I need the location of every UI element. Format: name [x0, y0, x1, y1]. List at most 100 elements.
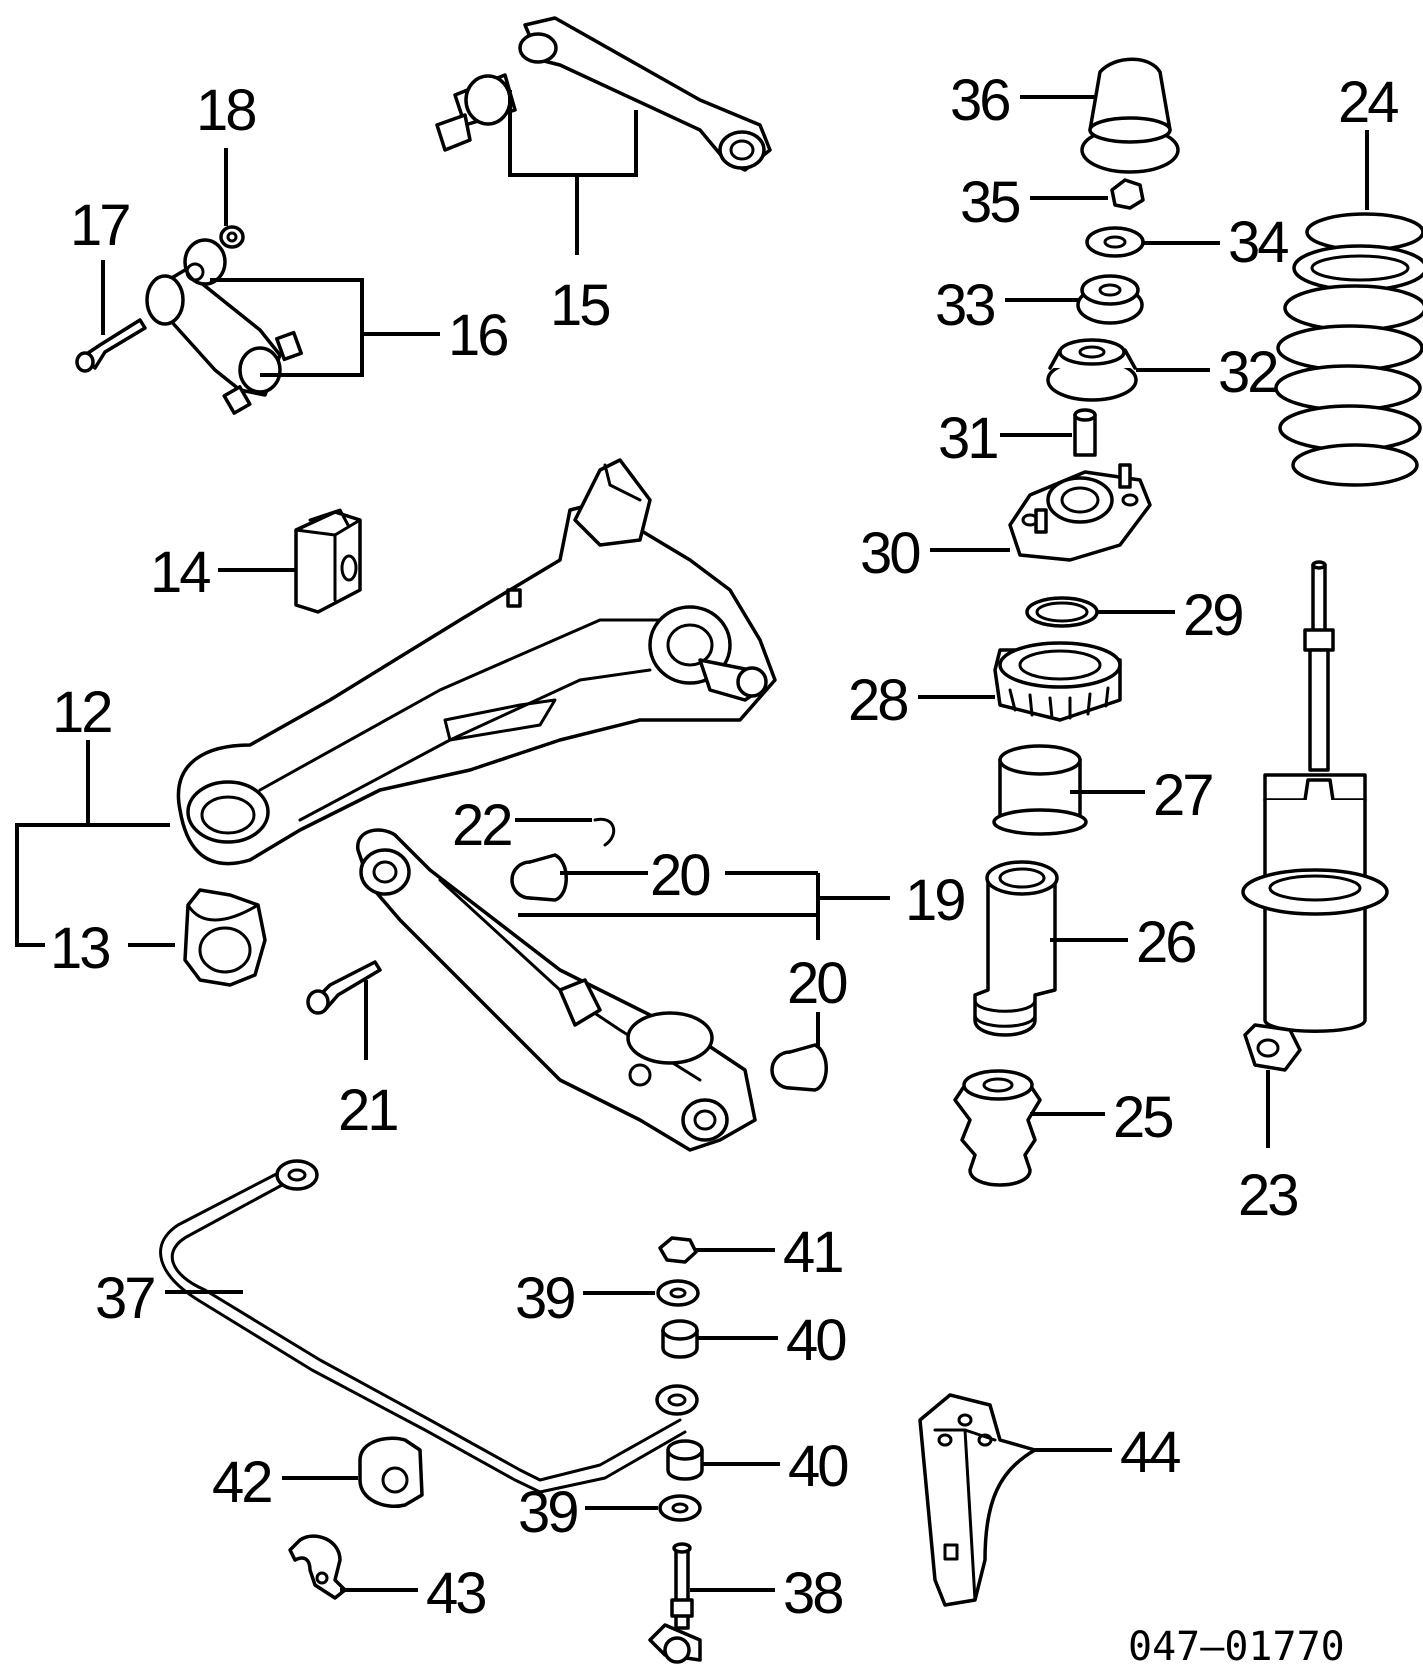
callout-17: 17 [70, 193, 132, 335]
part-14-bracket[interactable] [294, 508, 362, 614]
part-18-washer[interactable] [219, 225, 245, 249]
callout-38-label: 38 [783, 1561, 842, 1626]
callout-40b-label: 40 [788, 1434, 847, 1499]
part-12-trailing-arm[interactable] [176, 458, 777, 866]
callout-41: 41 [695, 1220, 845, 1285]
part-17-bolt[interactable] [75, 318, 147, 373]
callout-43: 43 [340, 1561, 488, 1626]
callout-38: 38 [690, 1561, 845, 1626]
part-35-nut[interactable] [1110, 178, 1145, 210]
callout-27: 27 [1070, 763, 1215, 828]
part-23-shock-absorber[interactable] [1241, 560, 1389, 1072]
part-37-stabilizer-bar[interactable] [159, 1159, 699, 1494]
callout-20b-label: 20 [787, 951, 846, 1016]
part-33-insulator[interactable] [1076, 274, 1144, 325]
part-40a-bushing[interactable] [661, 1319, 699, 1359]
part-28-spring-seat[interactable] [993, 641, 1122, 722]
part-32-bushing[interactable] [1046, 338, 1138, 402]
callout-33-label: 33 [935, 273, 994, 338]
part-15-upper-arm[interactable] [435, 16, 772, 172]
callout-27-label: 27 [1153, 763, 1212, 828]
callout-16: 16 [210, 278, 510, 377]
callout-28: 28 [848, 668, 995, 733]
part-25-bump-stop[interactable] [953, 1069, 1042, 1187]
callout-14: 14 [150, 540, 296, 605]
callout-40a: 40 [697, 1308, 848, 1373]
callout-29-label: 29 [1183, 583, 1242, 648]
callout-20a-label: 20 [650, 843, 709, 908]
part-43-bracket[interactable] [288, 1534, 347, 1600]
callout-35: 35 [960, 170, 1108, 235]
diagram-code: 047–01770 [1128, 1624, 1345, 1670]
part-29-seal[interactable] [1025, 596, 1099, 628]
callout-37-label: 37 [95, 1266, 154, 1331]
part-44-bracket[interactable] [918, 1393, 1037, 1607]
callout-23-label: 23 [1238, 1163, 1297, 1228]
part-24-coil-spring[interactable] [1274, 212, 1423, 487]
callout-28-label: 28 [848, 668, 907, 733]
callout-24-label: 24 [1338, 70, 1398, 135]
part-27-bump-stop[interactable] [992, 744, 1088, 836]
callout-13: 13 [50, 916, 175, 981]
part-38-stabilizer-link[interactable] [648, 1542, 702, 1664]
callout-15: 15 [508, 90, 638, 338]
callout-37: 37 [95, 1266, 243, 1331]
callout-34-label: 34 [1228, 210, 1288, 275]
callout-34: 34 [1143, 210, 1291, 275]
callout-25: 25 [1030, 1085, 1175, 1150]
part-19-lower-arm[interactable] [356, 828, 757, 1152]
part-22-clip[interactable] [593, 817, 616, 847]
callout-39b-label: 39 [518, 1480, 577, 1545]
callout-32-label: 32 [1218, 340, 1277, 405]
callout-17-label: 17 [70, 193, 129, 258]
part-20b-bushing[interactable] [770, 1043, 828, 1092]
callout-25-label: 25 [1113, 1085, 1172, 1150]
part-30-strut-mount[interactable] [1008, 463, 1152, 562]
callout-32: 32 [1136, 340, 1280, 405]
callout-15-label: 15 [550, 273, 609, 338]
callout-39b: 39 [518, 1480, 658, 1545]
part-39b-washer[interactable] [658, 1494, 702, 1522]
part-16-link[interactable] [145, 238, 303, 415]
callout-24: 24 [1338, 70, 1401, 210]
callout-22: 22 [452, 793, 592, 858]
part-36-bump-stop-cover[interactable] [1080, 57, 1180, 174]
part-41-nut[interactable] [658, 1236, 698, 1264]
callout-39a-label: 39 [515, 1266, 574, 1331]
part-31-collar[interactable] [1073, 408, 1097, 457]
part-40b-bushing[interactable] [666, 1439, 704, 1481]
callout-26: 26 [1050, 910, 1198, 975]
part-26-dust-boot[interactable] [973, 860, 1059, 1037]
callout-12-label: 12 [52, 680, 111, 745]
callout-33: 33 [935, 273, 1080, 338]
callout-22-label: 22 [452, 793, 511, 858]
callout-18-label: 18 [196, 78, 255, 143]
part-13-bushing[interactable] [183, 888, 267, 987]
callout-30-label: 30 [860, 521, 919, 586]
callout-36-label: 36 [950, 68, 1009, 133]
callout-16-label: 16 [448, 303, 507, 368]
part-39a-washer[interactable] [656, 1279, 700, 1307]
callout-42-label: 42 [212, 1450, 271, 1515]
callout-41-label: 41 [783, 1220, 842, 1285]
callout-21: 21 [338, 980, 400, 1143]
callout-35-label: 35 [960, 170, 1019, 235]
callout-44-label: 44 [1120, 1420, 1180, 1485]
part-20a-bushing[interactable] [510, 853, 568, 902]
part-42-bushing[interactable] [358, 1436, 424, 1508]
callout-19-20: 20 19 20 [518, 843, 967, 1048]
callout-12: 12 [15, 680, 170, 947]
callout-43-label: 43 [426, 1561, 485, 1626]
callout-40b: 40 [702, 1434, 850, 1499]
callout-42: 42 [212, 1450, 358, 1515]
callout-29: 29 [1097, 583, 1245, 648]
callout-30: 30 [860, 521, 1010, 586]
callout-23: 23 [1238, 1070, 1300, 1228]
callout-44: 44 [1035, 1420, 1183, 1485]
callout-31-label: 31 [938, 406, 997, 471]
part-34-washer[interactable] [1085, 226, 1145, 258]
callout-39a: 39 [515, 1266, 655, 1331]
part-21-bolt[interactable] [306, 960, 382, 1015]
